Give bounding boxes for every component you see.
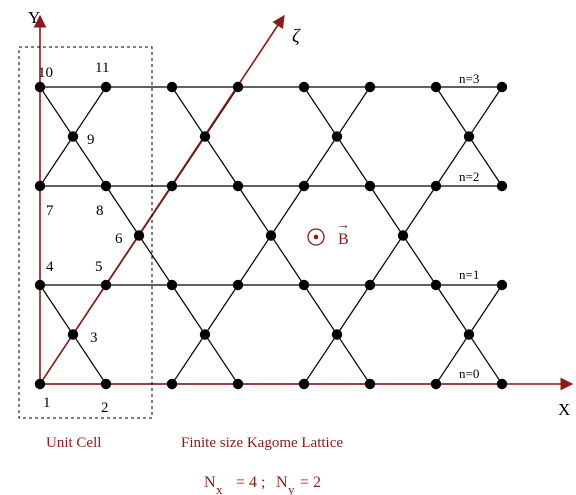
site-number-10: 10 <box>38 65 53 81</box>
lattice-site <box>199 329 211 340</box>
row-label-n2: n=2 <box>459 169 479 184</box>
site-number-9: 9 <box>87 132 95 148</box>
zeta-axis-label: ζ <box>292 26 301 47</box>
site-number-1: 1 <box>43 395 51 411</box>
lattice-site <box>100 81 112 93</box>
magnetic-field-indicator: → B <box>307 218 350 248</box>
site-number-2: 2 <box>101 400 109 416</box>
unit-cell-label: Unit Cell <box>46 435 101 451</box>
lattice-site <box>166 180 178 192</box>
lattice-site <box>166 81 178 93</box>
site-number-8: 8 <box>96 203 104 219</box>
nx-value: = 4 ; <box>236 474 265 491</box>
lattice-site <box>331 131 343 142</box>
site-number-5: 5 <box>95 259 103 275</box>
ny-value: = 2 <box>300 474 321 491</box>
lattice-site <box>430 81 442 93</box>
lattice-site <box>364 378 376 390</box>
lattice-site <box>133 230 145 241</box>
lattice-site <box>67 131 79 142</box>
row-label-n0: n=0 <box>459 366 479 381</box>
lattice-site <box>232 378 244 390</box>
lattice-site <box>397 230 409 241</box>
field-label: B <box>338 231 349 248</box>
lattice-site <box>496 180 508 192</box>
lattice-site <box>34 180 46 192</box>
nx-symbol: N <box>204 474 216 491</box>
lattice-site <box>463 329 475 340</box>
row-label-n1: n=1 <box>459 267 479 282</box>
lattice-site <box>166 378 178 390</box>
site-number-4: 4 <box>46 259 54 275</box>
lattice-site <box>100 279 112 291</box>
lattice-site <box>496 279 508 291</box>
site-number-6: 6 <box>115 231 123 247</box>
lattice-site <box>232 180 244 192</box>
lattice-site <box>298 279 310 291</box>
lattice-site <box>496 81 508 93</box>
lattice-site <box>331 329 343 340</box>
lattice-site <box>100 180 112 192</box>
lattice-site <box>67 329 79 340</box>
lattice-sites <box>34 81 508 390</box>
lattice-site <box>265 230 277 241</box>
unit-cell-box <box>18 46 153 419</box>
field-dot-icon <box>313 234 319 240</box>
field-out-of-plane-icon <box>307 228 325 246</box>
lattice-site <box>100 378 112 390</box>
zeta-axis <box>39 14 285 385</box>
lattice-site <box>34 81 46 93</box>
lattice-site <box>364 279 376 291</box>
lattice-site <box>232 81 244 93</box>
lattice-site <box>199 131 211 142</box>
lattice-site <box>496 378 508 390</box>
site-number-3: 3 <box>90 330 98 346</box>
lattice-site <box>463 131 475 142</box>
lattice-site <box>34 378 46 390</box>
row-label-n3: n=3 <box>459 71 479 86</box>
lattice-site <box>298 180 310 192</box>
lattice-site <box>430 279 442 291</box>
lattice-size: N x = 4 ; N y = 2 <box>204 474 321 495</box>
ny-symbol: N <box>276 474 288 491</box>
lattice-title: Finite size Kagome Lattice <box>181 435 343 451</box>
lattice-site <box>364 81 376 93</box>
field-arrow-icon: → <box>336 218 350 233</box>
site-number-11: 11 <box>95 60 109 76</box>
nx-subscript: x <box>216 482 223 495</box>
lattice-site <box>430 378 442 390</box>
y-axis-label: Y <box>28 8 40 27</box>
lattice-site <box>298 378 310 390</box>
ny-subscript: y <box>288 482 295 495</box>
lattice-site <box>166 279 178 291</box>
lattice-site <box>232 279 244 291</box>
lattice-site <box>34 279 46 291</box>
lattice-site <box>430 180 442 192</box>
lattice-site <box>364 180 376 192</box>
x-axis-label: X <box>558 400 570 419</box>
site-number-7: 7 <box>46 203 54 219</box>
lattice-site <box>298 81 310 93</box>
